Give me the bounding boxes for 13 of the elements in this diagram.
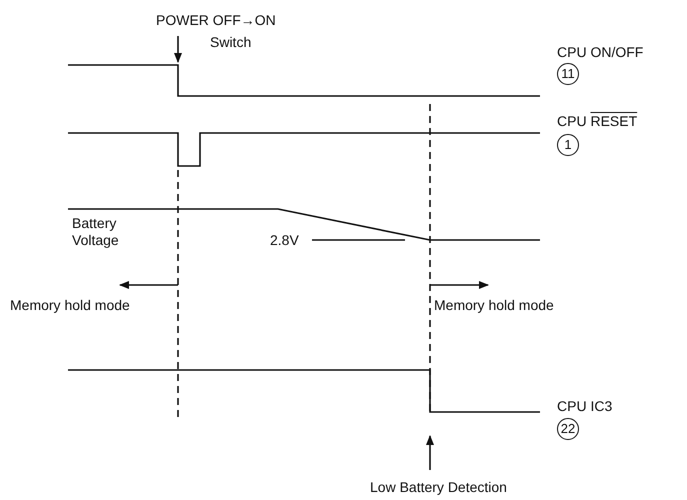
voltage-label: 2.8V bbox=[270, 232, 299, 249]
signal-label: Battery Voltage bbox=[72, 215, 120, 249]
event-label: Low Battery Detection bbox=[370, 479, 507, 496]
event-label: POWER OFF→ON bbox=[156, 12, 276, 29]
callout-number: 1 bbox=[557, 134, 579, 156]
signal-label: CPU IC3 bbox=[557, 398, 612, 415]
event-label: Switch bbox=[210, 34, 252, 51]
signal-label: CPU ON/OFF bbox=[557, 44, 644, 61]
callout-number: 22 bbox=[557, 418, 579, 440]
signal-label: CPU RESET bbox=[557, 113, 638, 130]
callout-number: 11 bbox=[557, 63, 579, 85]
mode-label: Memory hold mode bbox=[434, 297, 554, 314]
mode-label: Memory hold mode bbox=[10, 297, 130, 314]
